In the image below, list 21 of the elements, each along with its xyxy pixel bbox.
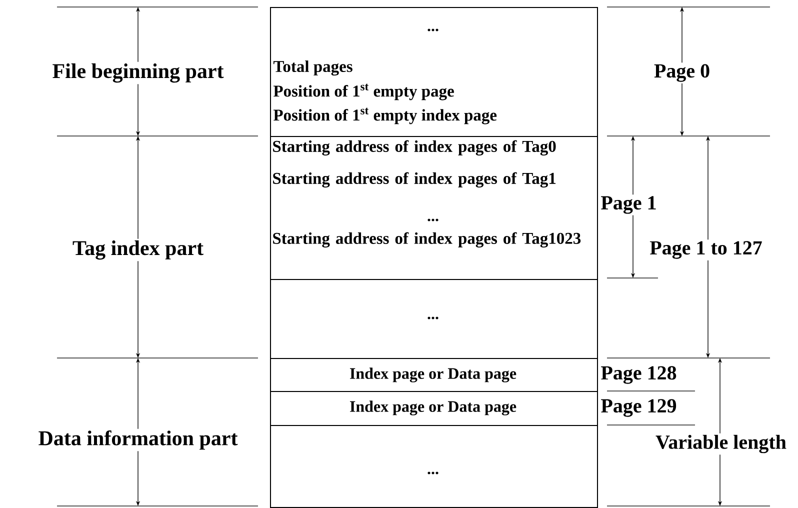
page-label: Page 129 bbox=[599, 398, 678, 418]
page-label: Page 1 to 127 bbox=[648, 240, 764, 260]
page-label: Page 1 bbox=[599, 194, 658, 216]
page-label: Page 0 bbox=[652, 62, 712, 84]
node-label: ... bbox=[428, 218, 438, 222]
node-label: Total pages bbox=[273, 60, 352, 76]
section-label: File beginning part bbox=[50, 62, 226, 84]
node-label: Starting address of index pages of Tag0 bbox=[273, 140, 556, 156]
node-label: Index page or Data page bbox=[350, 400, 516, 416]
node-label: Position of 1$^{st}$ empty index page bbox=[273, 108, 497, 124]
node-label: Starting address of index pages of Tag1 bbox=[273, 172, 556, 188]
page-label: Variable length bbox=[654, 433, 788, 455]
node-label: Position of 1$^{st}$ empty page bbox=[273, 84, 454, 100]
node-label: ... bbox=[428, 316, 438, 320]
section-label: Data information part bbox=[36, 428, 240, 452]
section-label: Tag index part bbox=[70, 238, 206, 262]
node-label: ... bbox=[428, 28, 438, 32]
page-label: Page 128 bbox=[599, 364, 678, 386]
node-label: Index page or Data page bbox=[350, 368, 516, 382]
node-label: Starting address of index pages of Tag1023 bbox=[273, 232, 581, 248]
node-label: ... bbox=[428, 472, 438, 474]
